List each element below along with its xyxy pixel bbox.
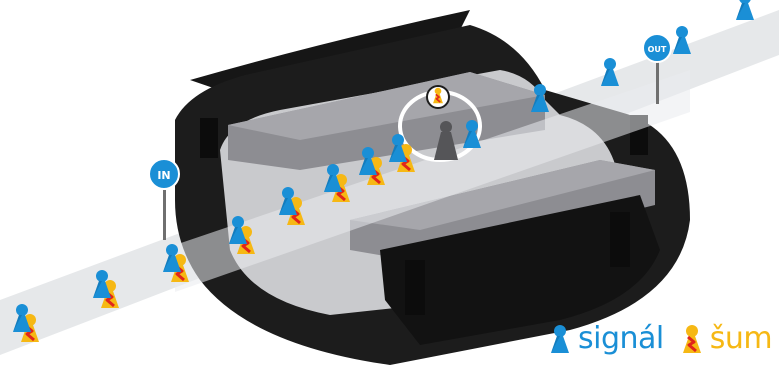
in-sign: IN: [149, 159, 179, 240]
legend-noise-label: šum: [710, 324, 772, 354]
legend-signal-label: signál: [578, 324, 664, 354]
out-sign-label: OUT: [648, 45, 667, 54]
in-sign-label: IN: [157, 169, 170, 182]
noise-pawn-icon: [678, 319, 706, 359]
signal-pawn-icon: [546, 319, 574, 359]
legend: signál šum: [546, 316, 772, 362]
signal-figure: [673, 26, 691, 54]
signal-figure: [736, 0, 754, 20]
